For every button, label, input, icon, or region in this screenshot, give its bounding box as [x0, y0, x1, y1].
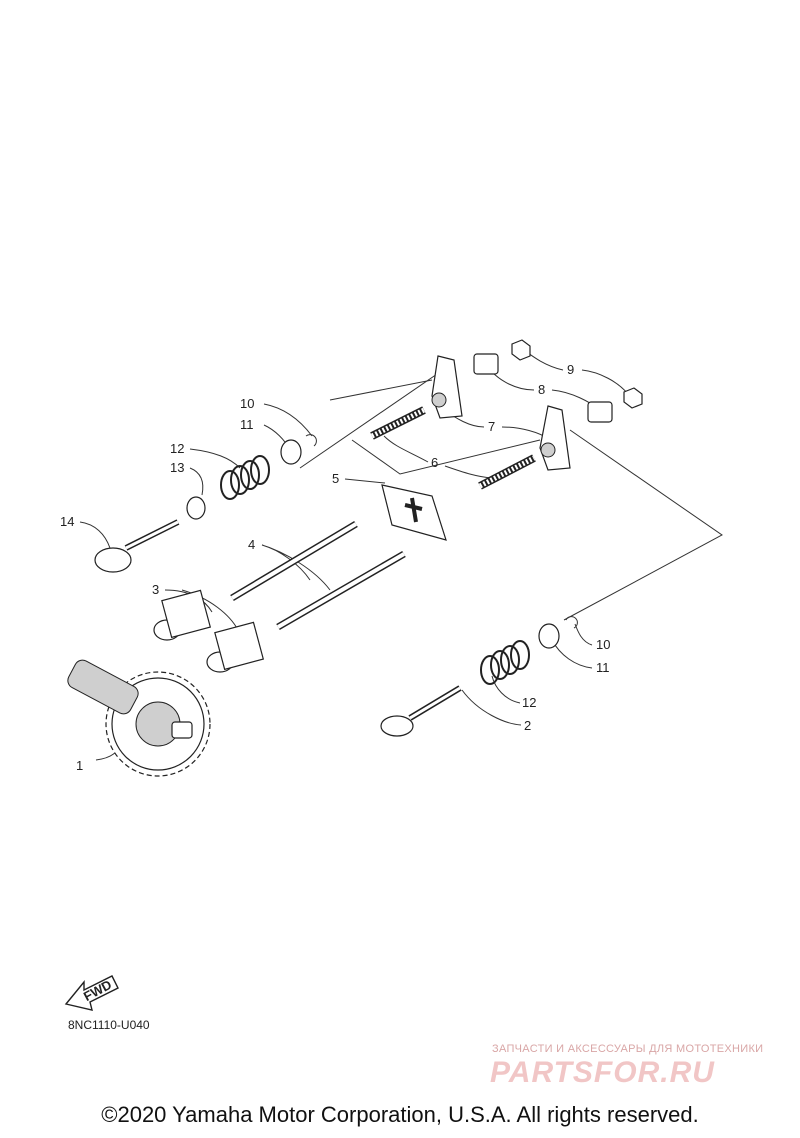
callout-13: 13: [170, 460, 184, 475]
valve-exhaust: [380, 685, 462, 737]
callout-7: 7: [488, 419, 495, 434]
callout-3: 3: [152, 582, 159, 597]
callout-12-exhaust: 12: [522, 695, 536, 710]
valve-intake: [94, 519, 180, 573]
callout-10-intake: 10: [240, 396, 254, 411]
callout-labels: 1 2 3 4 5 6 7 8 9 10 11 12 13 14 10 11 1…: [60, 362, 610, 773]
camshaft-gear: [67, 659, 211, 777]
callout-14: 14: [60, 514, 74, 529]
push-rod-guide-plate: [381, 484, 447, 541]
push-rods: [230, 520, 406, 631]
valve-lifters: [153, 589, 265, 673]
callout-11-intake: 11: [240, 417, 254, 432]
callout-12-intake: 12: [170, 441, 184, 456]
fwd-label: FWD: [81, 977, 114, 1004]
callout-1: 1: [76, 758, 83, 773]
valve-spring-set-exhaust: [480, 616, 578, 685]
rocker-arms: [431, 355, 571, 471]
callout-6: 6: [431, 455, 438, 470]
copyright-notice: ©2020 Yamaha Motor Corporation, U.S.A. A…: [101, 1102, 699, 1127]
callout-11-exhaust: 11: [596, 660, 610, 675]
callout-8: 8: [538, 382, 545, 397]
callout-10-exhaust: 10: [596, 637, 610, 652]
nuts: [511, 339, 643, 409]
callout-2: 2: [524, 718, 531, 733]
valve-spring-set-intake: [186, 434, 317, 520]
diagram-code: 8NC1110-U040: [68, 1018, 150, 1032]
watermark-tagline: ЗАПЧАСТИ И АКСЕССУАРЫ ДЛЯ МОТОТЕХНИКИ: [492, 1043, 764, 1055]
watermark-logo: PARTSFOR.RU: [490, 1056, 715, 1089]
rocker-studs: [370, 406, 536, 490]
fwd-arrow-icon: FWD: [64, 975, 119, 1011]
callout-4: 4: [248, 537, 255, 552]
callout-5: 5: [332, 471, 339, 486]
callout-9: 9: [567, 362, 574, 377]
adjusters: [473, 353, 613, 423]
